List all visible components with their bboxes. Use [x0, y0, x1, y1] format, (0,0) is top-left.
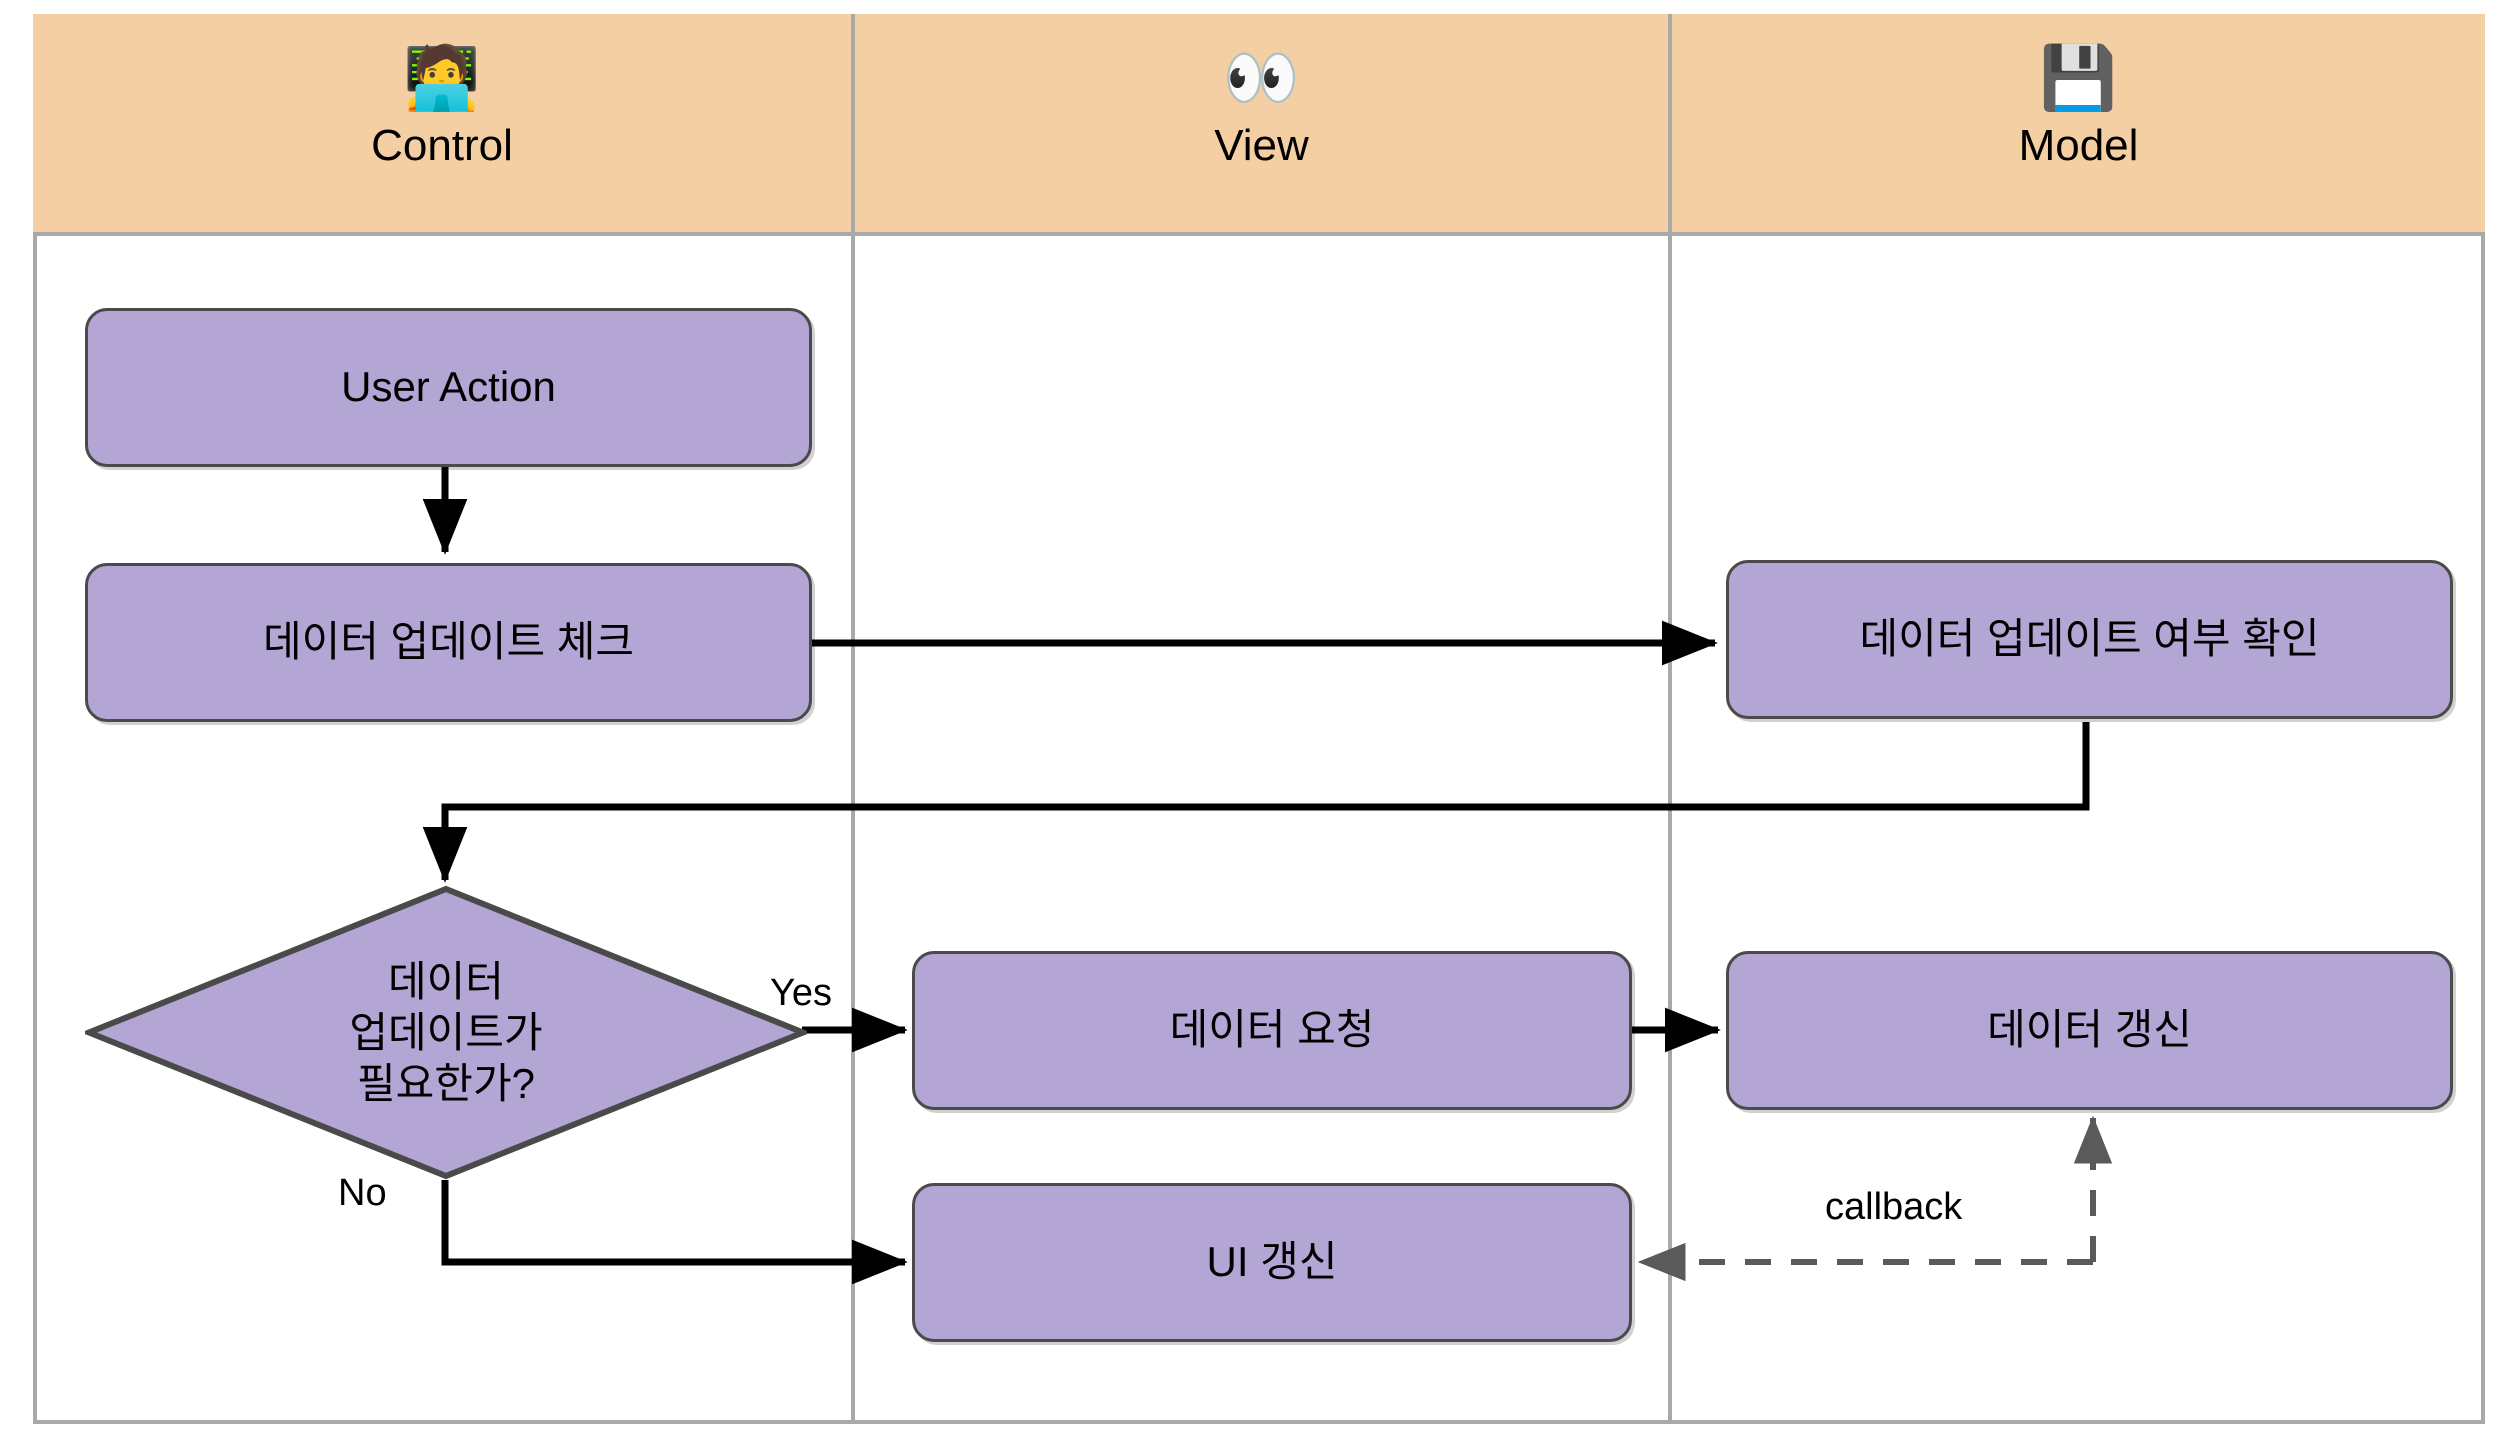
- node-user-action[interactable]: User Action: [85, 308, 812, 467]
- node-confirm-update-label: 데이터 업데이트 여부 확인: [1859, 615, 2320, 663]
- person-with-laptop-icon: 🧑‍💻: [403, 44, 481, 113]
- node-check-update[interactable]: 데이터 업데이트 체크: [85, 563, 812, 722]
- node-need-update-decision[interactable]: 데이터 업데이트가 필요한가?: [85, 885, 807, 1180]
- node-check-update-label: 데이터 업데이트 체크: [262, 618, 635, 666]
- floppy-disk-icon: 💾: [2039, 44, 2118, 113]
- node-confirm-update[interactable]: 데이터 업데이트 여부 확인: [1726, 560, 2453, 719]
- lane-title-view: 👀 View: [855, 44, 1668, 174]
- node-user-action-label: User Action: [341, 363, 556, 411]
- lane-label-model: Model: [2018, 121, 2139, 170]
- edge-label-callback: callback: [1825, 1186, 1963, 1228]
- lane-label-control: Control: [371, 121, 513, 170]
- lane-title-model: 💾 Model: [1672, 44, 2485, 174]
- node-refresh-data[interactable]: 데이터 갱신: [1726, 951, 2453, 1110]
- lane-divider-view-model: [1668, 14, 1672, 1424]
- lane-header-model: 💾 Model: [1672, 14, 2485, 236]
- lane-header-view: 👀 View: [855, 14, 1668, 236]
- lane-title-control: 🧑‍💻 Control: [33, 44, 851, 174]
- node-refresh-data-label: 데이터 갱신: [1987, 1006, 2192, 1054]
- edge-label-no: No: [338, 1172, 387, 1214]
- lane-label-view: View: [1214, 121, 1309, 170]
- edge-label-yes: Yes: [770, 972, 832, 1014]
- diamond-shape: [85, 885, 807, 1180]
- lane-divider-control-view: [851, 14, 855, 1424]
- swimlane-header-band: [33, 14, 2485, 236]
- node-request-data[interactable]: 데이터 요청: [912, 951, 1632, 1110]
- node-refresh-ui-label: UI 갱신: [1206, 1238, 1338, 1286]
- node-refresh-ui[interactable]: UI 갱신: [912, 1183, 1632, 1342]
- node-request-data-label: 데이터 요청: [1169, 1006, 1375, 1054]
- lane-header-control: 🧑‍💻 Control: [33, 14, 851, 236]
- eyes-icon: 👀: [1222, 44, 1301, 113]
